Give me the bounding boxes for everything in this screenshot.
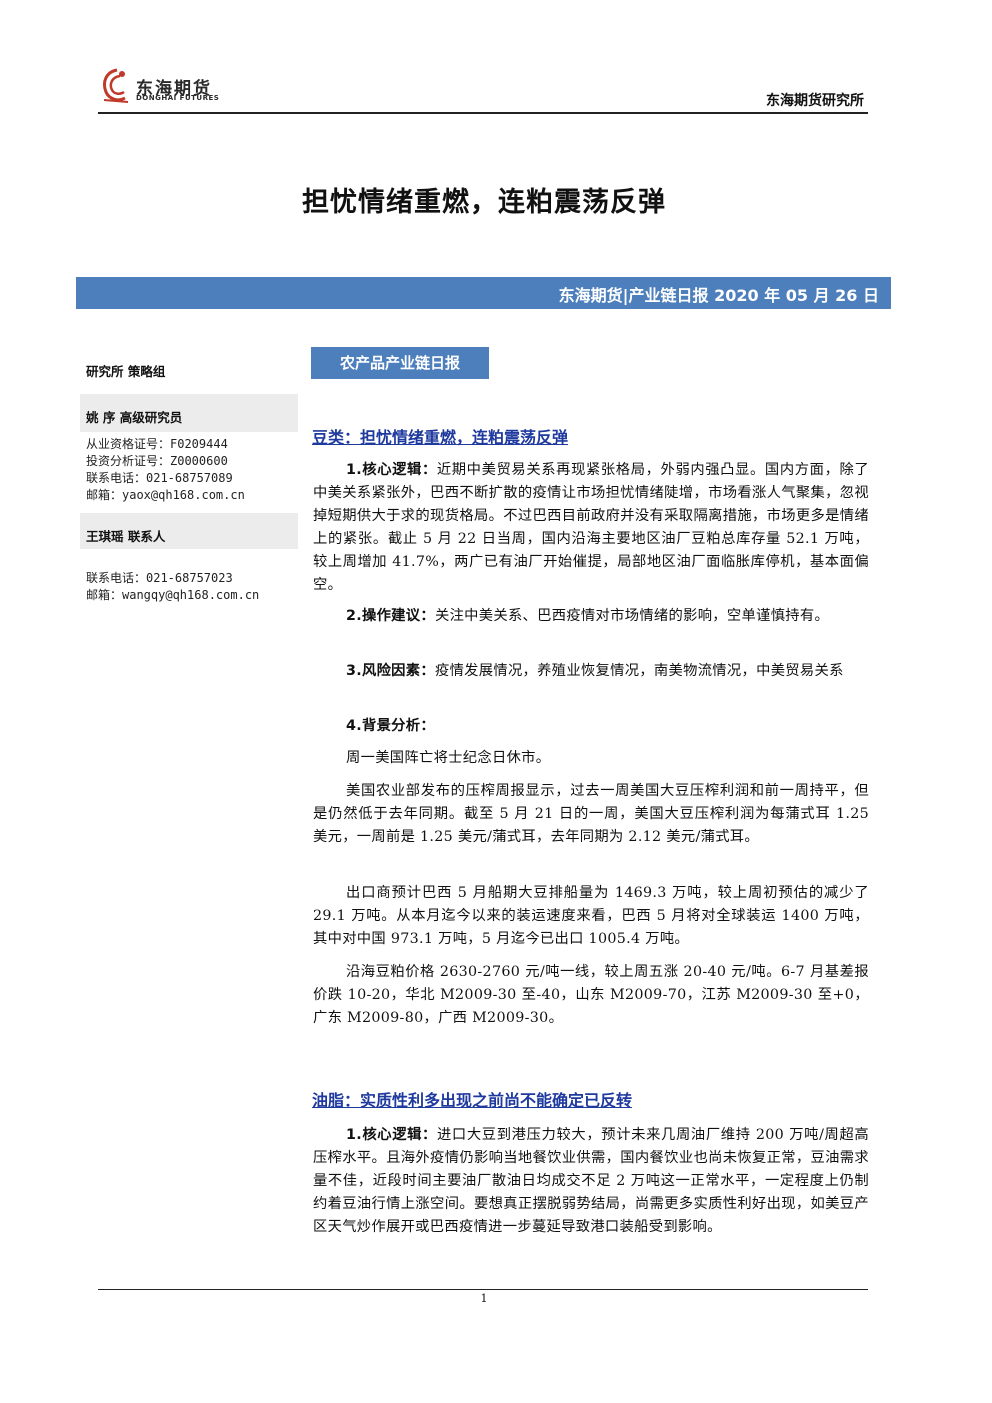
- report-banner: 东海期货|产业链日报 2020 年 05 月 26 日: [76, 277, 891, 309]
- soy-advice: 2.操作建议：关注中美关系、巴西疫情对市场情绪的影响，空单谨慎持有。: [313, 605, 869, 628]
- oil-heading[interactable]: 油脂：实质性利多出现之前尚不能确定已反转: [312, 1091, 633, 1110]
- logo-subtitle: DONGHAI FUTURES: [136, 94, 220, 102]
- soy-advice-text: 关注中美关系、巴西疫情对市场情绪的影响，空单谨慎持有。: [434, 608, 830, 624]
- soy-bg-1: 周一美国阵亡将士纪念日休市。: [346, 750, 551, 766]
- analyst1-line: 投资分析证号：Z0000600: [86, 454, 228, 468]
- oil-core-logic: 1.核心逻辑：进口大豆到港压力较大，预计未来几周油厂维持 200 万吨/周超高压…: [313, 1124, 869, 1239]
- institute-name: 东海期货研究所: [766, 93, 864, 109]
- soy-bg-4: 沿海豆粕价格 2630-2760 元/吨一线，较上周五涨 20-40 元/吨。6…: [313, 964, 869, 1026]
- page-number: 1: [480, 1292, 488, 1305]
- analyst2-email: 邮箱：wangqy@qh168.com.cn: [86, 588, 260, 602]
- soy-risk-label: 3.风险因素：: [346, 663, 435, 679]
- oil-core-logic-label: 1.核心逻辑：: [346, 1127, 437, 1143]
- header-rule: [98, 112, 868, 114]
- analyst1-header-bg: [80, 394, 298, 432]
- soy-bg-2: 美国农业部发布的压榨周报显示，过去一周美国大豆压榨利润和前一周持平，但是仍然低于…: [313, 783, 869, 845]
- oil-core-logic-text: 进口大豆到港压力较大，预计未来几周油厂维持 200 万吨/周超高压榨水平。且海外…: [313, 1127, 869, 1235]
- analyst2-line: 联系电话：021-68757023: [86, 571, 233, 585]
- soy-core-logic-label: 1.核心逻辑：: [346, 462, 437, 478]
- soy-heading[interactable]: 豆类：担忧情绪重燃，连粕震荡反弹: [312, 428, 569, 447]
- banner-text: 东海期货|产业链日报 2020 年 05 月 26 日: [558, 286, 879, 305]
- footer-rule: [98, 1289, 868, 1290]
- soy-advice-label: 2.操作建议：: [346, 608, 435, 624]
- analyst1-email: 邮箱：yaox@qh168.com.cn: [86, 488, 245, 502]
- analyst1-line: 联系电话：021-68757089: [86, 471, 233, 485]
- logo-mark: [102, 68, 129, 103]
- soy-core-logic-text: 近期中美贸易关系再现紧张格局，外弱内强凸显。国内方面，除了中美关系紧张外，巴西不…: [313, 462, 869, 593]
- analyst1-contact: 从业资格证号：F0209444 投资分析证号：Z0000600 联系电话：021…: [86, 436, 298, 504]
- sidebar-dept: 研究所 策略组: [86, 364, 166, 379]
- section-tag: 农产品产业链日报: [311, 347, 489, 379]
- logo-text: 东海期货: [136, 79, 212, 99]
- analyst2-contact: 联系电话：021-68757023 邮箱：wangqy@qh168.com.cn: [86, 570, 298, 604]
- analyst1-line: 从业资格证号：F0209444: [86, 437, 228, 451]
- analyst2-name: 王琪瑶 联系人: [86, 529, 166, 544]
- analyst2-header-bg: [80, 513, 298, 549]
- soy-background-label-row: 4.背景分析：: [313, 715, 869, 738]
- soy-bg-3: 出口商预计巴西 5 月船期大豆排船量为 1469.3 万吨，较上周初预估的减少了…: [313, 885, 869, 947]
- report-title: 担忧情绪重燃，连粕震荡反弹: [302, 187, 666, 218]
- soy-core-logic: 1.核心逻辑：近期中美贸易关系再现紧张格局，外弱内强凸显。国内方面，除了中美关系…: [313, 459, 869, 597]
- analyst1-name: 姚 序 高级研究员: [86, 410, 183, 425]
- soy-background-label: 4.背景分析：: [346, 718, 435, 734]
- soy-risk: 3.风险因素：疫情发展情况，养殖业恢复情况，南美物流情况，中美贸易关系: [313, 660, 869, 683]
- soy-risk-text: 疫情发展情况，养殖业恢复情况，南美物流情况，中美贸易关系: [434, 663, 844, 679]
